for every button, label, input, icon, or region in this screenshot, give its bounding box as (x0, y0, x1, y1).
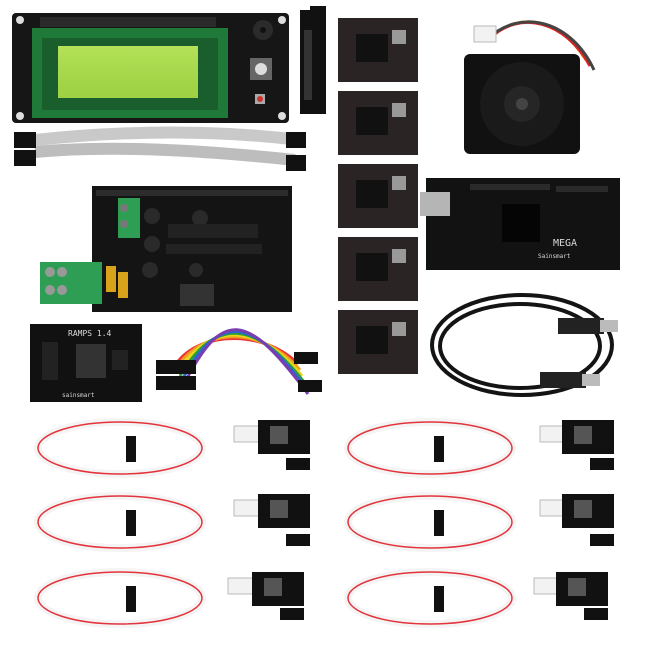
mega-controller-board: MEGA Sainsmart (420, 178, 620, 270)
stepper-driver (338, 91, 418, 155)
endstop-switch (344, 418, 614, 478)
stepper-driver (338, 164, 418, 228)
usb-cable (430, 293, 618, 397)
lcd-controller-board (12, 13, 289, 123)
mega-label: MEGA (553, 238, 577, 249)
endstop-switch-set (34, 418, 614, 628)
endstop-switch (344, 568, 608, 628)
stepper-driver-stack (338, 18, 418, 374)
stepper-driver (338, 18, 418, 82)
ribbon-cables (14, 126, 306, 171)
mega-brand-label: Sainsmart (538, 253, 571, 260)
ramps-shield-board (40, 186, 292, 312)
cooling-fan (464, 20, 596, 154)
endstop-switch (344, 492, 614, 552)
jumper-wire-bundle (156, 328, 322, 395)
usb-b-port (420, 192, 450, 216)
stepper-driver (338, 310, 418, 374)
reset-button (257, 96, 263, 102)
sd-adapter-board: RAMPS 1.4 sainsmart (30, 324, 142, 402)
endstop-switch (34, 418, 310, 478)
stepper-driver (338, 237, 418, 301)
ramps-board-label: RAMPS 1.4 (68, 329, 112, 338)
endstop-switch (34, 492, 310, 552)
brand-label: sainsmart (62, 392, 95, 399)
lcd-adapter-board (300, 6, 326, 114)
endstop-switch (34, 568, 304, 628)
